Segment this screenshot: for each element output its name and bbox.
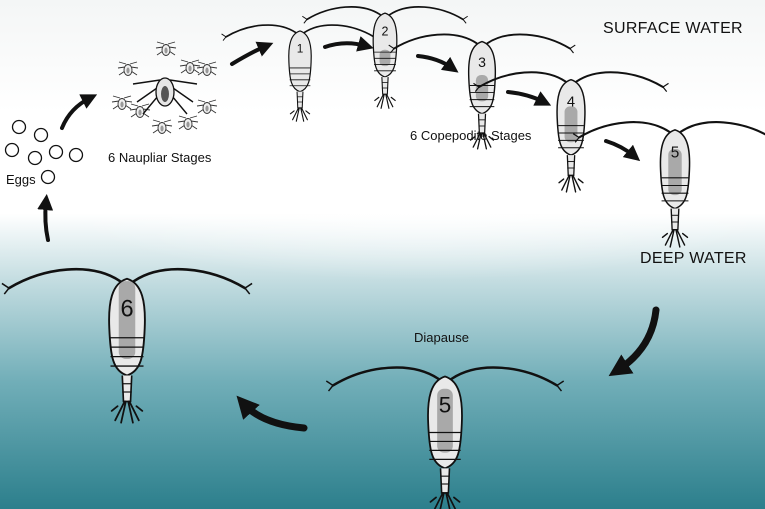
copepod-antenna-tips	[572, 133, 580, 143]
copepod-urosome	[439, 468, 451, 494]
egg	[27, 150, 43, 166]
egg	[11, 119, 27, 135]
arrow-eggs-to-nauplii	[60, 94, 98, 130]
deep-water-label: DEEP WATER	[640, 250, 747, 267]
copepod-stage-number: 3	[478, 54, 486, 70]
copepod-body	[372, 12, 398, 78]
copepod-stage-7: 6	[1, 267, 253, 424]
copepod-antenna-tips	[1, 282, 253, 295]
nauplius-large	[132, 77, 198, 115]
copepodite-stages-group: 1 2 3 4 5 5 6	[1, 6, 765, 509]
copepod-urosome	[296, 91, 304, 109]
copepod-body	[288, 30, 312, 93]
copepod-gut	[475, 74, 489, 102]
eggs-label: Eggs	[6, 172, 36, 187]
copepod-urosome	[121, 375, 133, 403]
arrow-nauplii-to-c1	[230, 41, 274, 66]
light-glow	[40, 100, 765, 280]
copepod-urosome	[477, 113, 487, 134]
copepod-tail-setae	[558, 174, 584, 193]
cycle-arrows	[37, 36, 660, 432]
copepod-antenna-tips	[473, 82, 669, 93]
copepod-antennae	[331, 366, 559, 387]
copepod-urosome	[566, 155, 576, 177]
arrow-descent-to-diapause	[608, 306, 660, 377]
copepod-stage-2: 2	[302, 6, 468, 109]
arrow-adult-to-eggs	[37, 194, 54, 242]
arrow-diapause-to-adult	[236, 395, 308, 432]
copepod-stage-1: 1	[221, 24, 379, 122]
naupliar-stages-label: 6 Naupliar Stages	[108, 150, 212, 165]
arrow-c4-to-c5	[604, 139, 641, 162]
copepod-stage-number: 1	[297, 41, 304, 55]
copepod-urosome	[381, 77, 389, 95]
copepod-stage-number: 5	[671, 145, 680, 162]
copepod-tail-setae	[429, 492, 461, 509]
copepod-gut	[564, 106, 578, 143]
copepodite-stages-label: 6 Copepodite Stages	[410, 128, 532, 143]
copepod-gut	[437, 388, 453, 453]
copepod-antenna-tips	[302, 15, 468, 24]
copepod-tail-setae	[110, 400, 144, 424]
copepod-tail-setae	[374, 93, 396, 109]
diapause-label: Diapause	[414, 330, 469, 345]
copepod-antennae	[306, 6, 464, 21]
copepod-antennae	[7, 267, 247, 290]
copepod-antenna-tips	[221, 33, 379, 41]
copepod-antennae	[393, 33, 571, 50]
copepod-stage-3: 3	[388, 33, 576, 150]
arrow-c3-to-c4	[506, 90, 552, 106]
surface-water-label: SURFACE WATER	[603, 20, 743, 37]
copepod-tail-setae	[469, 132, 495, 150]
arrow-c1-to-c2	[323, 36, 374, 52]
egg	[48, 144, 64, 160]
copepod-gut	[118, 281, 136, 359]
egg	[68, 147, 84, 163]
naupliar-stages-group	[111, 41, 218, 134]
copepod-antennae	[225, 24, 375, 38]
copepod-tail-setae	[661, 228, 689, 248]
copepod-stage-number: 2	[382, 25, 389, 39]
arrow-c2-to-c3	[416, 54, 459, 73]
copepod-stage-6: 5	[325, 366, 565, 509]
copepod-antennae	[477, 71, 665, 89]
copepod-gut	[668, 149, 682, 196]
copepod-antennae	[577, 121, 765, 139]
egg	[4, 142, 20, 158]
egg	[33, 127, 49, 143]
copepod-urosome	[670, 208, 680, 231]
copepod-tail-setae	[289, 107, 311, 122]
copepod-stage-number: 4	[567, 94, 575, 110]
copepod-antenna-tips	[388, 44, 576, 54]
eggs-group	[4, 119, 84, 185]
copepod-stage-5: 5	[572, 121, 765, 248]
copepod-antenna-tips	[325, 380, 565, 392]
copepod-stage-number: 6	[120, 296, 133, 322]
copepod-stage-number: 5	[439, 392, 451, 417]
egg	[40, 169, 56, 185]
